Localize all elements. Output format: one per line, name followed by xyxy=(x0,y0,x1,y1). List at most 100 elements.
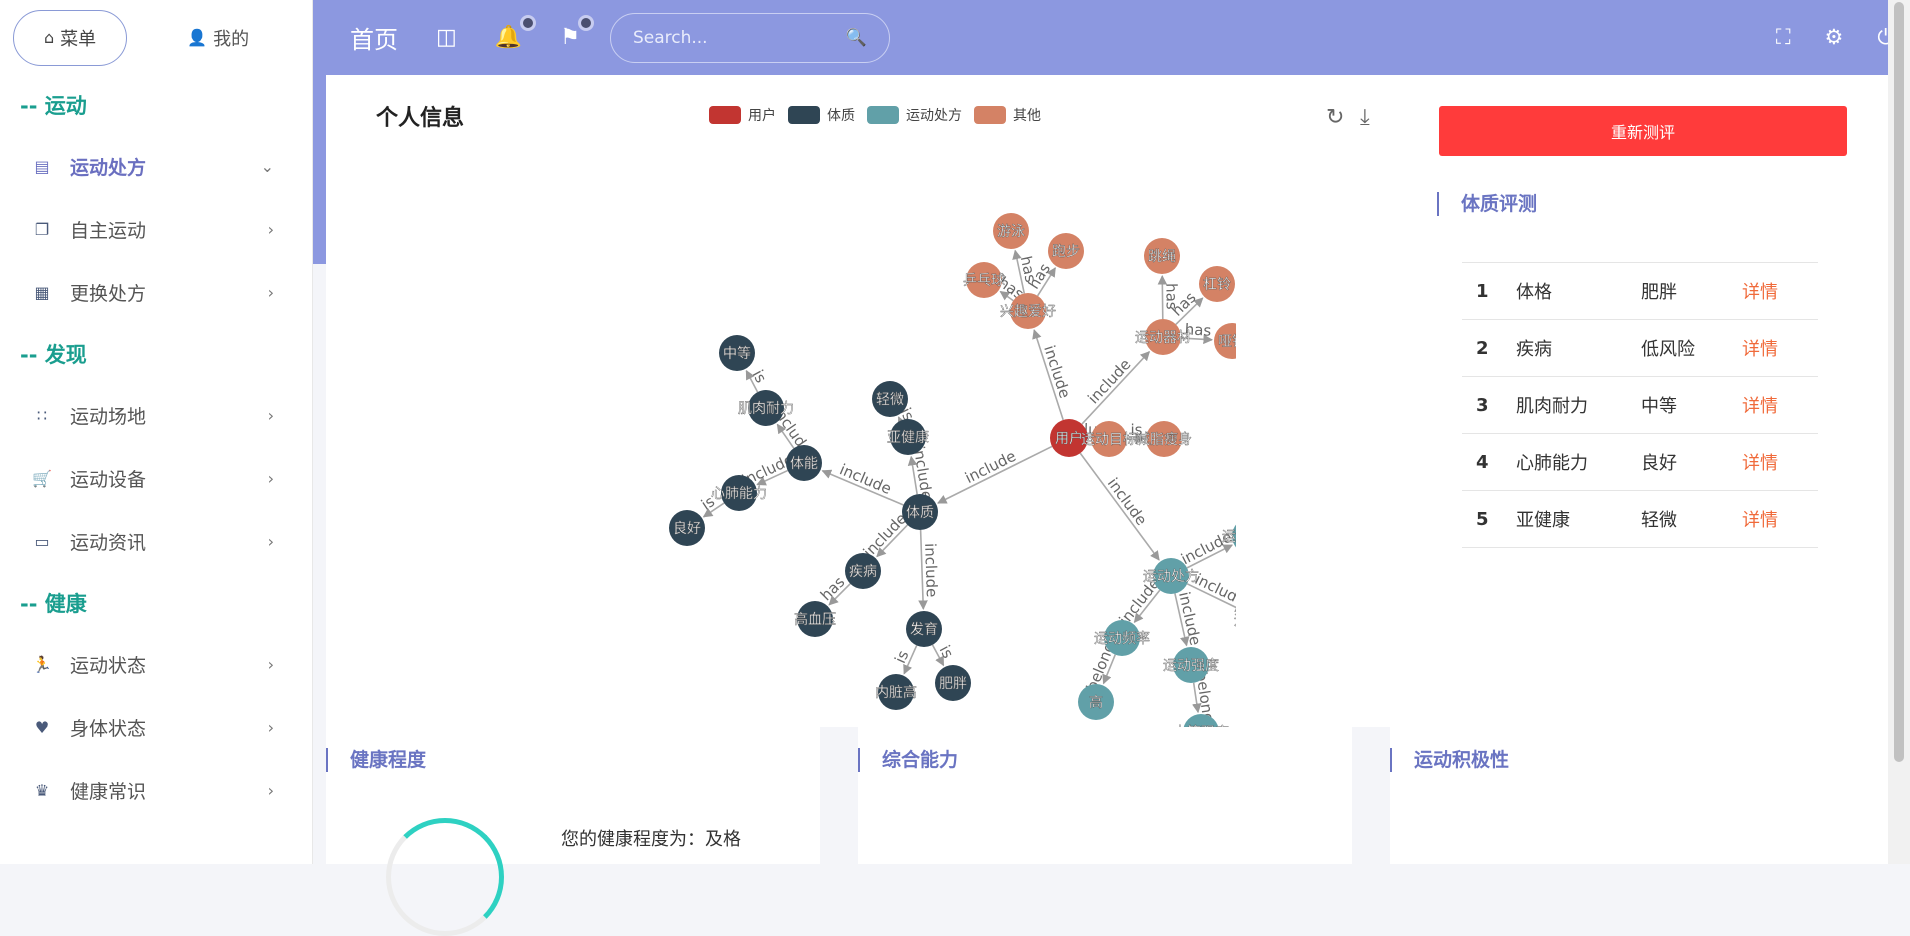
row-number: 1 xyxy=(1462,281,1516,302)
details-link[interactable]: 详情 xyxy=(1742,449,1778,475)
graph-node[interactable]: 高血压 xyxy=(794,601,836,637)
graph-node[interactable]: 轻微 xyxy=(872,381,908,417)
sidebar-item-change-prescription[interactable]: ▦ 更换处方 › xyxy=(0,261,312,324)
sidebar-item-body-status[interactable]: ♥ 身体状态 › xyxy=(0,696,312,759)
graph-node[interactable]: 肥胖 xyxy=(935,665,971,701)
panel-gap xyxy=(820,727,858,864)
graph-node-label: 跑步 xyxy=(1052,244,1080,260)
sidebar-toggle-icon[interactable]: ◫ xyxy=(436,25,457,50)
notification-dot xyxy=(520,15,536,31)
row-number: 2 xyxy=(1462,338,1516,359)
calendar-icon: ▦ xyxy=(32,283,52,303)
graph-node-label: 运动频率 xyxy=(1094,630,1150,647)
graph-edge-label: include xyxy=(962,447,1019,487)
physique-eval-title: 体质评测 xyxy=(1437,192,1537,216)
sidebar: ⌂ 菜单 👤 我的 -- 运动 ▤ 运动处方 ⌄ ❐ 自主运动 › ▦ 更换处方… xyxy=(0,0,313,864)
scrollbar[interactable] xyxy=(1888,0,1910,864)
graph-node[interactable]: 跑步 xyxy=(1048,233,1084,269)
chevron-right-icon: › xyxy=(268,220,274,239)
sidebar-item-self-exercise[interactable]: ❐ 自主运动 › xyxy=(0,198,312,261)
graph-node-label: 内脏高 xyxy=(875,684,917,701)
menu-tab[interactable]: ⌂ 菜单 xyxy=(13,10,127,66)
graph-node[interactable]: 减脂瘦身 xyxy=(1136,421,1192,457)
gear-icon[interactable]: ⚙ xyxy=(1825,25,1844,50)
details-link[interactable]: 详情 xyxy=(1742,278,1778,304)
graph-node-label: 兴趣爱好 xyxy=(1000,304,1056,320)
legend-swatch xyxy=(709,106,741,124)
graph-node-label: 运动器材 xyxy=(1135,330,1191,346)
graph-node[interactable]: 良好 xyxy=(669,510,705,546)
reevaluate-button[interactable]: 重新测评 xyxy=(1439,106,1847,156)
details-link[interactable]: 详情 xyxy=(1742,506,1778,532)
graph-node-label: 发育 xyxy=(910,622,938,638)
graph-node-label: 中等 xyxy=(723,345,751,362)
book-reader-icon: ♛ xyxy=(32,781,52,801)
graph-node-label: 肌肉耐力 xyxy=(738,401,794,417)
page-title[interactable]: 首页 xyxy=(350,20,398,55)
graph-node[interactable]: 中等 xyxy=(719,335,755,371)
legend-item-physique[interactable]: 体质 xyxy=(788,105,855,125)
health-level-title: 健康程度 xyxy=(326,748,426,772)
graph-node[interactable]: 体质 xyxy=(902,494,938,530)
row-value: 轻微 xyxy=(1641,506,1742,532)
graph-edge-label: include xyxy=(1040,343,1074,400)
home-icon: ⌂ xyxy=(44,28,54,47)
details-link[interactable]: 详情 xyxy=(1742,392,1778,418)
row-number: 4 xyxy=(1462,452,1516,473)
sidebar-tabs: ⌂ 菜单 👤 我的 xyxy=(0,0,312,75)
graph-node-label: 高血压 xyxy=(794,611,836,628)
graph-node[interactable]: 体能 xyxy=(786,445,822,481)
copy-icon: ❐ xyxy=(32,220,52,240)
graph-node-label: 用户 xyxy=(1055,430,1083,447)
fullscreen-icon[interactable]: ⛶ xyxy=(1776,25,1791,50)
graph-node[interactable]: 跳绳 xyxy=(1144,238,1180,274)
download-icon[interactable]: ⤓ xyxy=(1360,105,1370,130)
graph-node[interactable]: 乒乓球 xyxy=(963,262,1005,298)
graph-node-label: 减脂瘦身 xyxy=(1136,431,1192,448)
search-placeholder: Search... xyxy=(633,28,708,48)
table-row: 2 疾病 低风险 详情 xyxy=(1462,320,1818,377)
legend-item-user[interactable]: 用户 xyxy=(709,105,776,125)
legend-item-other[interactable]: 其他 xyxy=(974,105,1041,125)
search-input[interactable]: Search... 🔍 xyxy=(610,13,890,63)
row-item: 体格 xyxy=(1516,278,1641,304)
mine-tab[interactable]: 👤 我的 xyxy=(157,10,279,66)
row-value: 中等 xyxy=(1641,392,1742,418)
graph-node-label: 疾病 xyxy=(849,564,877,580)
sidebar-item-news[interactable]: ▭ 运动资讯 › xyxy=(0,510,312,573)
user-icon: 👤 xyxy=(187,28,207,47)
bell-icon[interactable]: 🔔 xyxy=(495,25,522,50)
sidebar-item-equipment[interactable]: 🛒 运动设备 › xyxy=(0,447,312,510)
search-icon[interactable]: 🔍 xyxy=(846,28,867,48)
heart-icon: ♥ xyxy=(32,718,52,738)
graph-node[interactable]: 哑铃 xyxy=(1214,323,1236,359)
row-item: 疾病 xyxy=(1516,335,1641,361)
sidebar-item-exercise-prescription[interactable]: ▤ 运动处方 ⌄ xyxy=(0,135,312,198)
graph-node[interactable]: 疾病 xyxy=(845,553,881,589)
graph-edge-label: is xyxy=(936,642,958,661)
row-item: 肌肉耐力 xyxy=(1516,392,1641,418)
graph-node[interactable]: 发育 xyxy=(906,611,942,647)
graph-node[interactable]: 运动器材 xyxy=(1135,319,1191,355)
flag-icon[interactable]: ⚑ xyxy=(560,25,580,50)
graph-node[interactable]: 内脏高 xyxy=(875,674,917,710)
scrollbar-thumb[interactable] xyxy=(1894,2,1904,762)
legend-label: 用户 xyxy=(748,105,776,125)
refresh-icon[interactable]: ↻ xyxy=(1326,105,1344,130)
graph-node[interactable]: 游泳 xyxy=(993,213,1029,249)
sidebar-item-venues[interactable]: ∷ 运动场地 › xyxy=(0,384,312,447)
graph-node[interactable]: 杠铃 xyxy=(1199,266,1235,302)
table-row: 5 亚健康 轻微 详情 xyxy=(1462,491,1818,548)
graph-edge-label: include xyxy=(921,543,941,598)
graph-node-label: 运动处方 xyxy=(1143,569,1199,585)
table-row: 3 肌肉耐力 中等 详情 xyxy=(1462,377,1818,434)
graph-node[interactable]: 高 xyxy=(1078,684,1114,720)
graph-node[interactable]: 兴趣爱好 xyxy=(1000,293,1056,329)
row-value: 良好 xyxy=(1641,449,1742,475)
sidebar-item-label: 运动处方 xyxy=(70,153,261,180)
legend-item-prescription[interactable]: 运动处方 xyxy=(867,105,962,125)
sidebar-item-health-knowledge[interactable]: ♛ 健康常识 › xyxy=(0,759,312,822)
details-link[interactable]: 详情 xyxy=(1742,335,1778,361)
sidebar-item-exercise-status[interactable]: 🏃 运动状态 › xyxy=(0,633,312,696)
